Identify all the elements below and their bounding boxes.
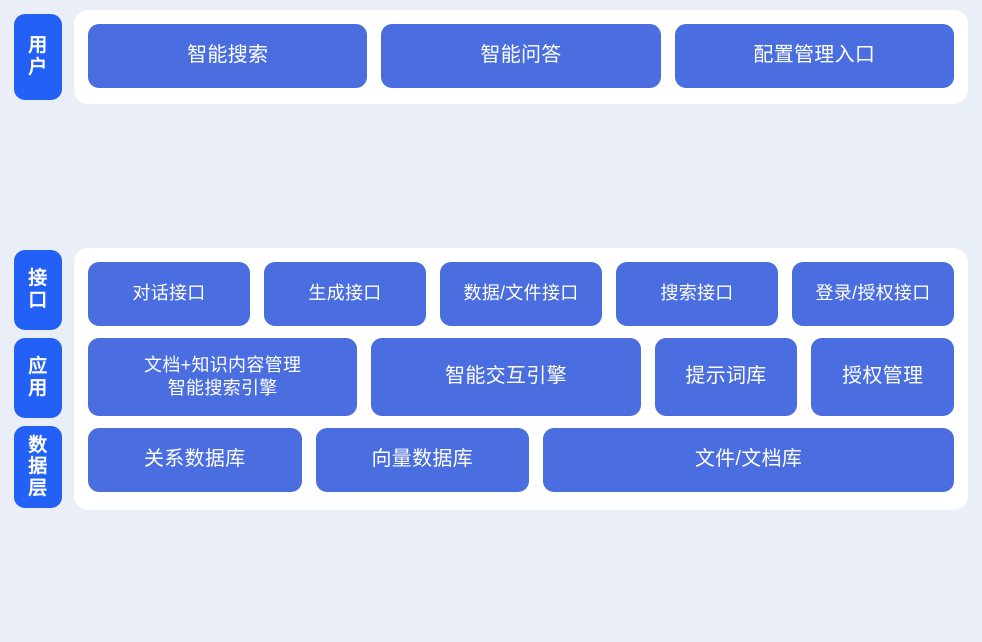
rail-char: 接 xyxy=(28,268,48,290)
box-config-management-entry[interactable]: 配置管理入口 xyxy=(674,24,954,88)
box-relational-database[interactable]: 关系数据库 xyxy=(88,428,302,492)
card-user-inner: 智能搜索 智能问答 配置管理入口 xyxy=(74,10,968,104)
rail-char: 口 xyxy=(28,290,48,311)
band-user: 用 户 智能搜索 智能问答 配置管理入口 xyxy=(0,4,982,104)
box-smart-interaction-engine[interactable]: 智能交互引擎 xyxy=(371,338,641,416)
box-smart-search[interactable]: 智能搜索 xyxy=(88,24,368,88)
rail-char: 用 xyxy=(28,378,48,399)
row-interface: 对话接口 生成接口 数据/文件接口 搜索接口 登录/授权接口 xyxy=(88,262,954,326)
box-smart-qa[interactable]: 智能问答 xyxy=(381,24,661,88)
box-prompt-library[interactable]: 提示词库 xyxy=(654,338,798,416)
box-file-document-store[interactable]: 文件/文档库 xyxy=(543,428,954,492)
rail-char: 数 xyxy=(28,434,48,456)
rail-char: 应 xyxy=(28,356,48,378)
rail-user: 用 户 xyxy=(14,14,62,100)
box-generation-api[interactable]: 生成接口 xyxy=(264,262,426,326)
rail-char: 据 xyxy=(28,456,48,478)
band-infrastructure: 基 础 模 型 算 力 层 多模态（图文/OCR/音视频） 大模型（DeepSe… xyxy=(0,414,982,642)
rail-label-application: 应 用 xyxy=(14,338,62,418)
rail-label-data-layer: 数 据 层 xyxy=(14,426,62,508)
card-user: 智能搜索 智能问答 配置管理入口 xyxy=(74,10,968,104)
rail-label-user: 用 户 xyxy=(14,14,62,100)
rail-char: 层 xyxy=(28,477,48,499)
box-doc-knowledge-management[interactable]: 文档+知识内容管理 智能搜索引擎 xyxy=(88,338,358,416)
rail-char: 户 xyxy=(28,57,48,78)
box-vector-database[interactable]: 向量数据库 xyxy=(315,428,529,492)
box-authorization-management[interactable]: 授权管理 xyxy=(811,338,954,416)
row-application: 文档+知识内容管理 智能搜索引擎 智能交互引擎 提示词库 授权管理 xyxy=(88,338,954,416)
box-dialog-api[interactable]: 对话接口 xyxy=(88,262,250,326)
row-data: 关系数据库 向量数据库 文件/文档库 xyxy=(88,428,954,492)
rail-char: 用 xyxy=(28,35,48,57)
box-data-file-api[interactable]: 数据/文件接口 xyxy=(440,262,602,326)
row-user-entries: 智能搜索 智能问答 配置管理入口 xyxy=(88,24,954,88)
band-platform: 接 口 应 用 数 据 层 对话接口 生成接口 数据/文件接口 搜索接口 登录 xyxy=(0,122,982,510)
box-login-auth-api[interactable]: 登录/授权接口 xyxy=(792,262,954,326)
rail-platform: 接 口 应 用 数 据 层 xyxy=(14,250,62,508)
box-search-api[interactable]: 搜索接口 xyxy=(616,262,778,326)
card-platform-inner: 对话接口 生成接口 数据/文件接口 搜索接口 登录/授权接口 文档+知识内容管理… xyxy=(74,248,968,510)
rail-label-interface: 接 口 xyxy=(14,250,62,330)
card-platform: 对话接口 生成接口 数据/文件接口 搜索接口 登录/授权接口 文档+知识内容管理… xyxy=(74,248,968,510)
